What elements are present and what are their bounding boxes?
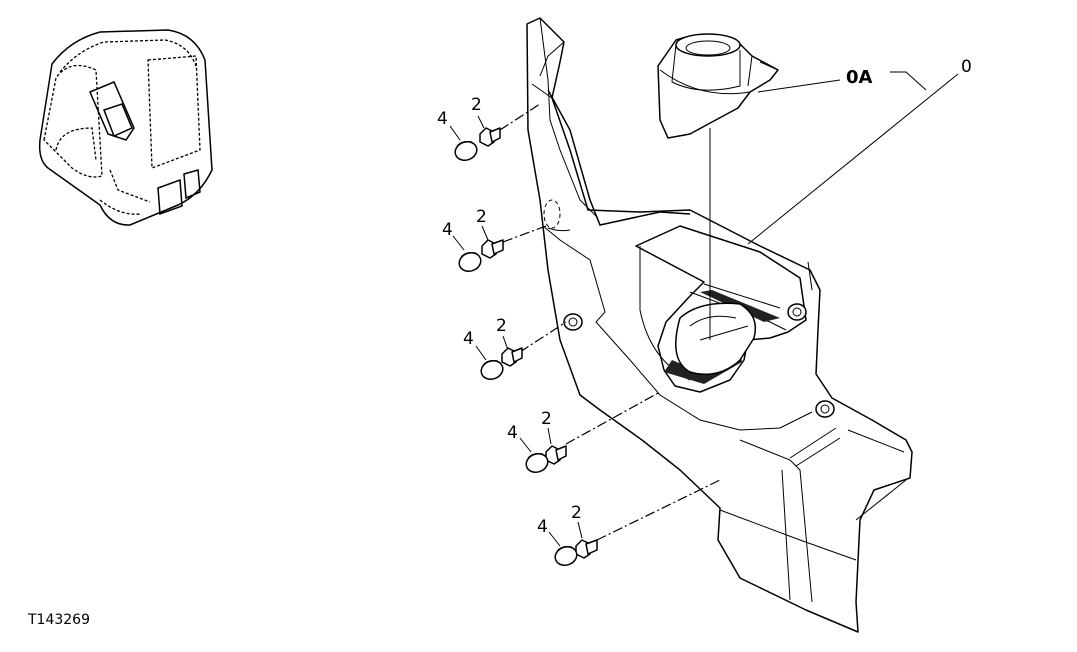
console-panel [526,17,913,633]
leader-lines [449,71,959,547]
cap-item-4-c [480,359,504,381]
callout-4-c: 4 [463,329,474,349]
screw-item-2-a [479,127,501,147]
cap-item-4-b [458,251,482,273]
callout-0A: 0A [846,67,873,88]
callout-2-b: 2 [476,207,487,227]
callout-2-e: 2 [571,503,582,523]
callout-2-a: 2 [471,95,482,115]
screw-item-2-e [575,539,598,559]
cap-item-4-a [454,140,478,162]
screw-item-2-c [501,347,523,367]
callout-2-d: 2 [541,409,552,429]
callout-4-d: 4 [507,423,518,443]
cap-item-4-d [525,452,549,474]
cab-locator-illustration [38,29,213,226]
screw-item-2-d [545,445,567,465]
callout-2-c: 2 [496,316,507,336]
cup-holder-insert [657,33,779,139]
cap-item-4-e [554,545,578,567]
figure-id: T143269 [27,612,90,628]
callout-4-b: 4 [442,220,453,240]
callout-4-e: 4 [537,517,548,537]
screw-item-2-b [481,239,504,259]
callout-4-a: 4 [437,109,448,129]
callout-0: 0 [961,57,972,77]
